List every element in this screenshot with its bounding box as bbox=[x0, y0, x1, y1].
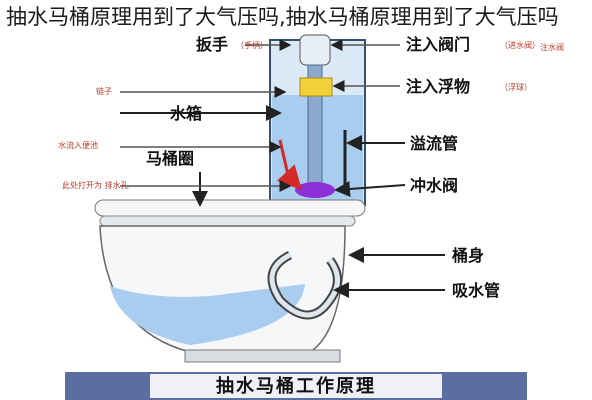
toilet-base bbox=[184, 349, 341, 363]
label-body: 桶身 bbox=[452, 246, 484, 265]
banner-title: 抽水马桶工作原理 bbox=[216, 375, 376, 397]
water-flow-arrow bbox=[276, 139, 303, 191]
label-fill-valve-small: 注水阀 bbox=[540, 42, 564, 52]
label-chain: 链子 bbox=[96, 86, 112, 96]
toilet-bowl bbox=[99, 225, 346, 353]
label-inlet-valve: 注入阀门 bbox=[406, 35, 470, 54]
label-handle-small: （手柄） bbox=[236, 40, 268, 50]
label-tank: 水箱 bbox=[170, 104, 202, 123]
label-float: 注入浮物 bbox=[406, 77, 470, 96]
label-drain: 此处打开为 排水孔 bbox=[62, 180, 129, 190]
label-float-small: （浮球） bbox=[500, 82, 532, 92]
label-handle: 扳手 bbox=[196, 35, 228, 54]
label-seat: 马桶圈 bbox=[146, 149, 194, 168]
float-ball bbox=[299, 77, 333, 97]
label-flow: 水流入便池 bbox=[58, 140, 98, 150]
label-overflow: 溢流管 bbox=[410, 134, 458, 153]
toilet-seat bbox=[94, 199, 366, 227]
flush-valve bbox=[295, 182, 335, 198]
label-flush-valve: 冲水阀 bbox=[410, 176, 458, 195]
page-title: 抽水马桶原理用到了大气压吗,抽水马桶原理用到了大气压吗 bbox=[6, 5, 559, 29]
label-siphon: 吸水管 bbox=[452, 281, 500, 300]
label-inlet-valve-small: （进水阀） bbox=[500, 40, 540, 50]
